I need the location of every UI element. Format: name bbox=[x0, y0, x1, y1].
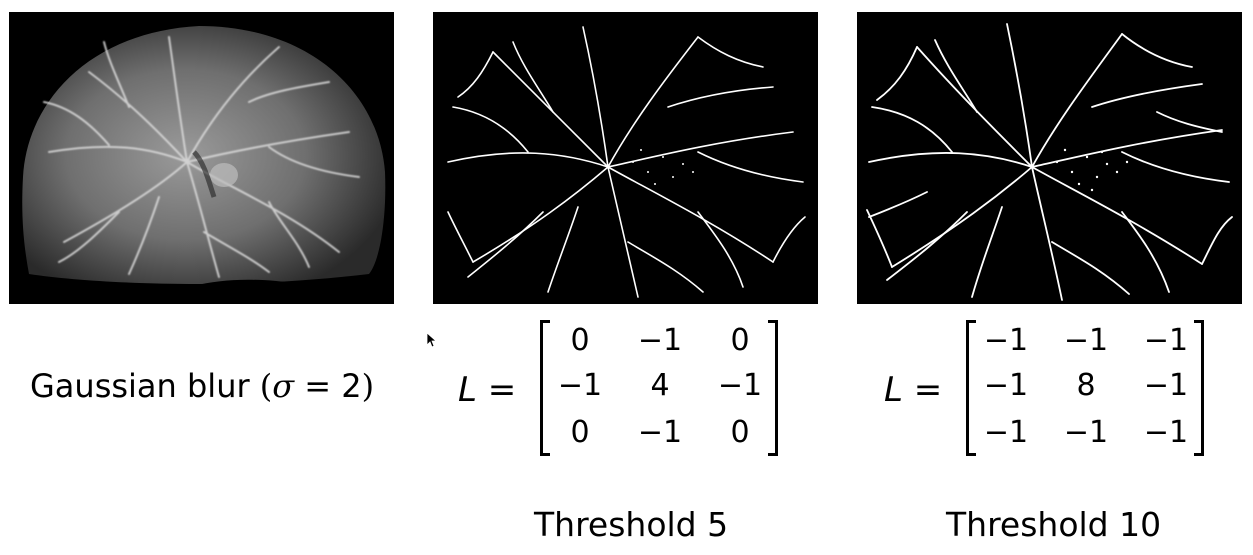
caption-paren-open: ( bbox=[259, 367, 273, 405]
vessel-map-drawing bbox=[866, 23, 1233, 301]
caption-sigma: σ bbox=[272, 367, 295, 405]
matrix-cell: −1 bbox=[1143, 415, 1189, 450]
matrix-cell: −1 bbox=[1063, 415, 1109, 450]
matrix-cell: −1 bbox=[717, 368, 763, 403]
gaussian-blur-caption: Gaussian blur (σ = 2) bbox=[30, 370, 374, 402]
laplacian-kernel-8: L = −1 −1 −1 −1 8 −1 −1 −1 −1 bbox=[884, 318, 1214, 460]
matrix-cell: −1 bbox=[637, 415, 683, 450]
threshold-5-image bbox=[433, 12, 818, 304]
mouse-pointer-icon bbox=[426, 332, 438, 352]
equals-sign: = bbox=[913, 370, 943, 410]
left-bracket bbox=[966, 320, 976, 456]
right-bracket bbox=[1194, 320, 1204, 456]
matrix-cell: 0 bbox=[570, 323, 590, 358]
equation-lhs: L = bbox=[458, 370, 516, 410]
threshold-10-image bbox=[857, 12, 1242, 304]
matrix-cell: −1 bbox=[1143, 368, 1189, 403]
caption-equals: = bbox=[304, 367, 332, 405]
matrix-cell: 0 bbox=[570, 415, 590, 450]
fundus-blur-drawing bbox=[22, 26, 386, 304]
matrix-cell: 0 bbox=[730, 415, 750, 450]
matrix-cell: −1 bbox=[1143, 323, 1189, 358]
matrix-cell: −1 bbox=[983, 368, 1029, 403]
matrix-cell: 0 bbox=[730, 323, 750, 358]
right-bracket bbox=[768, 320, 778, 456]
caption-paren-close: ) bbox=[361, 367, 375, 405]
laplacian-symbol: L bbox=[458, 370, 477, 410]
matrix-cell: −1 bbox=[983, 323, 1029, 358]
gaussian-blur-image bbox=[9, 12, 394, 304]
matrix-cell: −1 bbox=[557, 368, 603, 403]
matrix-cell: 4 bbox=[650, 368, 670, 403]
caption-sigma-value: 2 bbox=[341, 367, 362, 405]
laplacian-kernel-4: L = 0 −1 0 −1 4 −1 0 −1 0 bbox=[458, 318, 788, 460]
matrix-cell: −1 bbox=[1063, 323, 1109, 358]
laplacian-symbol: L bbox=[884, 370, 903, 410]
threshold-5-label: Threshold 5 bbox=[534, 505, 729, 544]
matrix-cell: −1 bbox=[637, 323, 683, 358]
matrix-cell: 8 bbox=[1076, 368, 1096, 403]
equals-sign: = bbox=[487, 370, 517, 410]
equation-lhs: L = bbox=[884, 370, 942, 410]
caption-text: Gaussian blur bbox=[30, 367, 250, 405]
matrix-cell: −1 bbox=[983, 415, 1029, 450]
left-bracket bbox=[540, 320, 550, 456]
vessel-map-drawing bbox=[447, 26, 806, 298]
threshold-10-label: Threshold 10 bbox=[946, 505, 1162, 544]
